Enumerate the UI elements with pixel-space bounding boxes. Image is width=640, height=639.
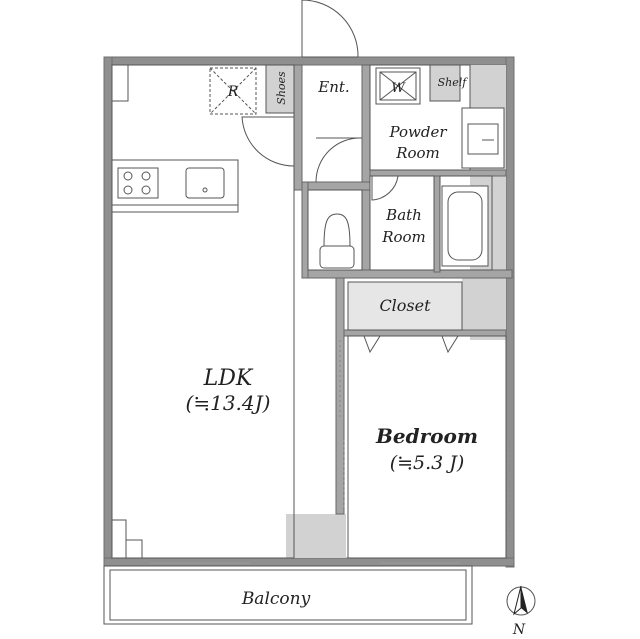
bath-label-1: Bath: [385, 206, 422, 224]
ldk-size: (≒13.4J): [186, 391, 271, 415]
bath-label-2: Room: [381, 228, 426, 246]
entrance-label: Ent.: [317, 78, 349, 96]
ldk-door: [241, 116, 295, 167]
closet-doors: [363, 335, 459, 354]
powder-label-2: Room: [395, 144, 440, 162]
toilet-door: [315, 137, 363, 183]
bath-door: [371, 175, 399, 201]
powder-label-1: Powder: [388, 123, 447, 141]
toilet: [319, 213, 355, 269]
bedroom-size: (≒5.3 J): [390, 452, 465, 474]
compass-icon: [506, 585, 536, 616]
washer-box: [375, 67, 421, 105]
closet-label: Closet: [379, 296, 431, 315]
window-frames: [111, 64, 143, 559]
ldk-label: LDK: [203, 366, 254, 391]
bathtub: [441, 185, 489, 267]
kitchen-counter: [111, 159, 239, 213]
refrigerator-label: R: [227, 84, 239, 100]
sliding-door-markers: [339, 340, 511, 540]
shoes-cabinet: [265, 64, 295, 114]
balcony: [103, 562, 473, 625]
room-outlines: [111, 64, 507, 559]
refrigerator-box: [209, 67, 257, 115]
entrance-door: [301, 0, 359, 58]
shelf-label: Shelf: [438, 76, 469, 89]
shoes-label: Shoes: [275, 71, 288, 105]
balcony-label: Balcony: [241, 589, 311, 609]
washer-label: W: [391, 81, 406, 96]
closet-box: [347, 281, 463, 331]
powder-sink: [461, 107, 505, 169]
bedroom-label: Bedroom: [375, 424, 478, 448]
compass-north-label: N: [512, 622, 526, 638]
shelf-box: [429, 64, 461, 102]
